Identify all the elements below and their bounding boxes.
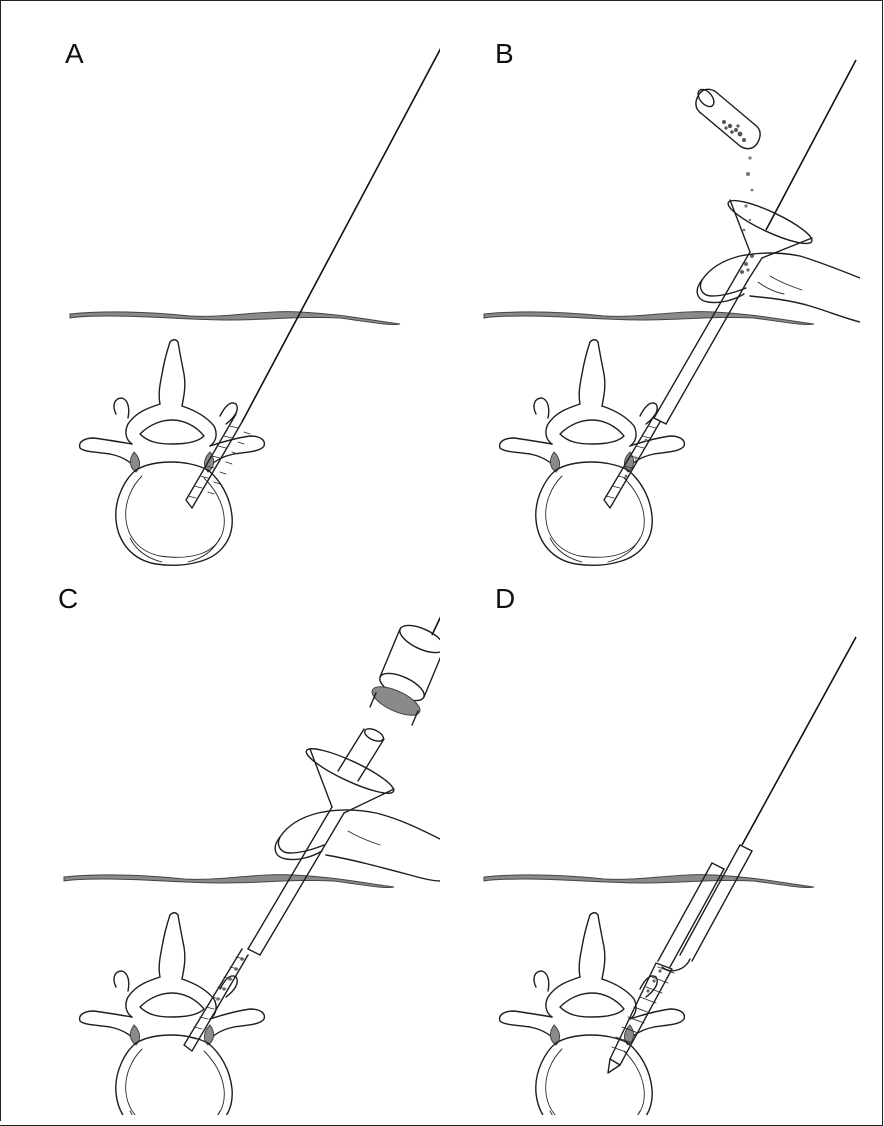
skin-line xyxy=(484,875,814,888)
guide-wire xyxy=(242,46,440,422)
panel-a: A xyxy=(20,30,440,570)
tamp-shaft xyxy=(338,726,385,781)
guide-wire xyxy=(766,60,856,230)
panel-b-drawing xyxy=(440,30,860,570)
panel-b: B xyxy=(440,30,860,570)
vertebra xyxy=(500,340,685,566)
panel-d-drawing xyxy=(440,575,860,1115)
vertebra xyxy=(500,913,685,1115)
guide-wire xyxy=(742,637,856,845)
vertebra xyxy=(80,913,265,1115)
panel-c-drawing xyxy=(20,575,440,1115)
skin-line xyxy=(64,875,394,888)
tamp-handle xyxy=(368,620,440,725)
guide-wire xyxy=(432,597,440,635)
panel-a-drawing xyxy=(20,30,440,570)
screw-extender xyxy=(658,845,752,971)
panel-d: D xyxy=(440,575,860,1115)
vertebra xyxy=(80,340,265,566)
graft-vial xyxy=(695,86,760,231)
hand xyxy=(697,253,860,322)
skin-line xyxy=(70,312,400,325)
hand xyxy=(275,810,440,881)
panel-c: C xyxy=(20,575,440,1115)
funnel xyxy=(724,193,816,280)
skin-line xyxy=(484,312,814,325)
